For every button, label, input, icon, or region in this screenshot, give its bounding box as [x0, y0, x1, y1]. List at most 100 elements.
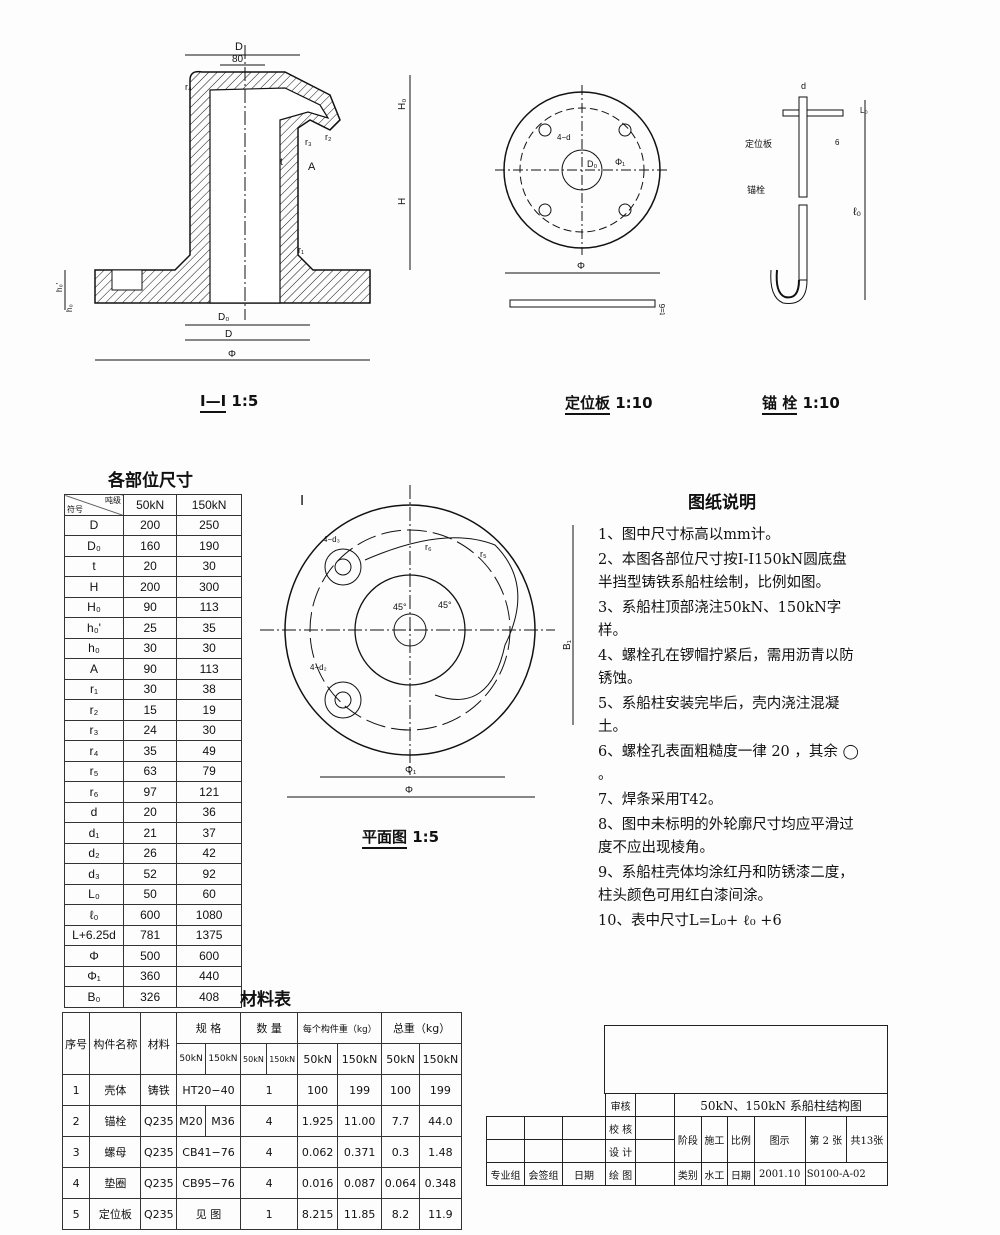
cell-symbol: H — [64, 576, 124, 598]
note-item: 6、螺栓孔表面粗糙度一律 20 ，其余 ◯ 。 — [598, 744, 859, 783]
note-item: 8、图中未标明的外轮廓尺寸均应平滑过度不应出现棱角。 — [598, 817, 854, 856]
svg-text:H: H — [397, 198, 408, 205]
column-header: 50kN — [122, 494, 178, 516]
cell-value: 30 — [122, 637, 178, 659]
cell-symbol: D — [64, 514, 124, 536]
cell-spec: CB95−76 — [176, 1167, 241, 1199]
note-item: 9、系船柱壳体均涂红丹和防锈漆二度，柱头颜色可用红白漆间涂。 — [598, 865, 854, 904]
cell-value: 1080 — [176, 904, 242, 926]
material-table: 序号 构件名称 材料 规 格 数 量 每个构件重（kg） 总重（kg） 50kN… — [61, 1012, 463, 1230]
cell-value: 37 — [176, 822, 242, 844]
cell-symbol: d₁ — [64, 822, 124, 844]
cell-material: Q235 — [140, 1198, 178, 1230]
svg-text:定位板: 定位板 — [745, 138, 772, 149]
cell-spec: HT20−40 — [176, 1074, 241, 1106]
cell-value: 250 — [176, 514, 242, 536]
cell-value: 20 — [122, 801, 178, 823]
svg-text:D₀: D₀ — [587, 159, 597, 169]
svg-text:D: D — [225, 329, 232, 340]
cell-symbol: Φ — [64, 945, 124, 967]
note-item: 7、焊条采用T42。 — [598, 792, 723, 808]
cell-value: 35 — [176, 617, 242, 639]
cell-tw50: 100 — [381, 1074, 420, 1106]
svg-text:4−d: 4−d — [557, 133, 571, 142]
cell-symbol: ℓ₀ — [64, 904, 124, 926]
cell-tw50: 0.3 — [381, 1136, 420, 1168]
title-block-top — [604, 1025, 888, 1094]
cell-uw50: 100 — [297, 1074, 338, 1106]
cell-value: 30 — [122, 678, 178, 700]
section-view-caption: Ⅰ—Ⅰ 1:5 — [200, 392, 258, 413]
svg-text:L₀: L₀ — [860, 106, 868, 115]
cell-value: 38 — [176, 678, 242, 700]
cell-value: 42 — [176, 842, 242, 864]
drawing-title: 50kN、150kN 系船柱结构图 — [674, 1093, 888, 1117]
cell-value: 20 — [122, 555, 178, 577]
cell-value: 200 — [122, 514, 178, 536]
cell-value: 15 — [122, 699, 178, 721]
cell-uw50: 1.925 — [297, 1105, 338, 1137]
cell-value: 79 — [176, 760, 242, 782]
cell-name: 锚栓 — [89, 1105, 142, 1137]
cell-qty: 4 — [239, 1136, 299, 1168]
cell-uw150: 0.371 — [336, 1136, 383, 1168]
dim-table-title: 各部位尺寸 — [108, 471, 193, 491]
svg-text:锚栓: 锚栓 — [747, 184, 765, 195]
cell-value: 97 — [122, 781, 178, 803]
notes-title: 图纸说明 — [688, 493, 756, 513]
cell-value: 781 — [122, 924, 178, 946]
svg-text:h₀: h₀ — [65, 304, 74, 312]
plan-view-drawing: Ⅰ r₆ r₅ 45° 45° 4−d₃ 4−d₂ B₁ Φ₁ Φ — [260, 485, 574, 798]
cell-spec: 见 图 — [176, 1198, 241, 1230]
cell-value: 408 — [176, 986, 242, 1008]
cell-symbol: r₅ — [64, 760, 124, 782]
cell-uw50: 0.062 — [297, 1136, 338, 1168]
cell-value: 49 — [176, 740, 242, 762]
cell-value: 440 — [176, 965, 242, 987]
title-block: 审核 50kN、150kN 系船柱结构图 校 核 阶段施工 比例图示 第 2 张… — [486, 1093, 889, 1186]
cell-symbol: Φ₁ — [64, 965, 124, 987]
cell-symbol: H₀ — [64, 596, 124, 618]
cell-symbol: r₁ — [64, 678, 124, 700]
svg-text:t=6: t=6 — [658, 303, 667, 315]
svg-text:r₆: r₆ — [425, 542, 432, 552]
svg-text:H₀: H₀ — [397, 99, 408, 110]
cell-value: 35 — [122, 740, 178, 762]
cell-value: 24 — [122, 719, 178, 741]
note-item: 5、系船柱安装完毕后，壳内浇注混凝土。 — [598, 696, 840, 735]
locating-plate-drawing: 4−d D₀ Φ₁ Φ t=6 — [495, 85, 670, 315]
cell-symbol: B₀ — [64, 986, 124, 1008]
svg-text:r₂: r₂ — [325, 132, 332, 142]
locating-plate-caption: 定位板 1:10 — [565, 392, 653, 415]
cell-symbol: d₂ — [64, 842, 124, 864]
svg-text:r₃: r₃ — [305, 137, 312, 147]
cell-value: 63 — [122, 760, 178, 782]
cell-no: 3 — [61, 1136, 91, 1168]
cell-value: 26 — [122, 842, 178, 864]
cell-qty: 4 — [239, 1167, 299, 1199]
cell-uw150: 11.85 — [336, 1198, 383, 1230]
section-view-drawing: D 80 H₀ H A t r₁ r₂ r₃ r₄ D₀ D Φ h₀' h₀ — [55, 41, 411, 361]
cell-symbol: L+6.25d — [64, 924, 124, 946]
cell-name: 螺母 — [89, 1136, 142, 1168]
cell-uw50: 0.016 — [297, 1167, 338, 1199]
cell-symbol: h₀ — [64, 637, 124, 659]
svg-text:D₀: D₀ — [218, 312, 229, 323]
cell-tw50: 8.2 — [381, 1198, 420, 1230]
